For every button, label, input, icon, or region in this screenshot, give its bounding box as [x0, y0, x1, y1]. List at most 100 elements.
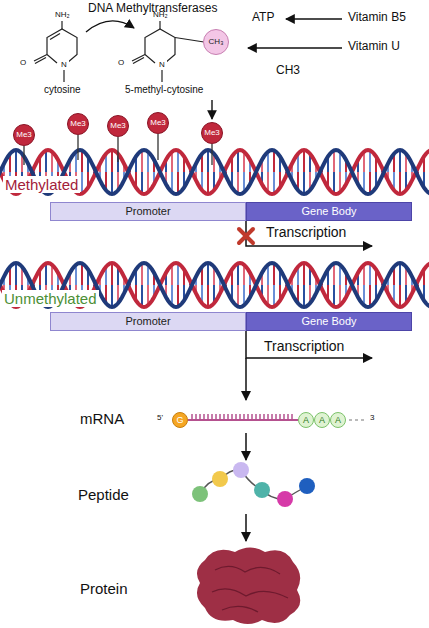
base-tick	[199, 414, 201, 420]
node-text: Me3	[70, 120, 86, 128]
base-tick	[239, 414, 241, 420]
node-text: Me3	[110, 122, 126, 130]
node-text: Me3	[204, 129, 220, 137]
base-tick	[271, 414, 273, 420]
dna-strand	[0, 150, 429, 194]
methyl-mark: Me3	[67, 113, 89, 135]
base-pair	[111, 285, 113, 307]
methyl-mark: Me3	[13, 124, 35, 146]
methyl-mark: Me3	[107, 115, 129, 137]
node-text: A	[303, 416, 309, 425]
polya-circle: A	[314, 412, 330, 428]
gene-body-band: Gene Body	[246, 202, 412, 221]
base-tick	[219, 414, 221, 420]
mrna-strand	[188, 414, 298, 420]
node-text: Promoter	[125, 316, 170, 327]
base-pair	[273, 150, 275, 172]
base-tick	[203, 414, 205, 420]
label: Peptide	[78, 486, 129, 503]
base-tick	[227, 414, 229, 420]
label: Vitamin U	[348, 40, 400, 54]
label: Unmethylated	[2, 290, 99, 307]
base-pair	[111, 172, 113, 194]
label: N	[59, 60, 69, 69]
label: Methylated	[3, 176, 80, 193]
methyl-circle: CH₃	[203, 29, 229, 55]
node-text: G	[176, 416, 183, 425]
base-pair	[207, 263, 209, 285]
base-pair	[273, 263, 275, 285]
base-tick	[243, 414, 245, 420]
methylcytosine-structure	[132, 21, 204, 82]
base-pair	[303, 172, 305, 194]
down-arrow	[245, 433, 247, 460]
node-text: Me3	[16, 131, 32, 139]
label: 3	[370, 413, 374, 422]
base-tick	[195, 414, 197, 420]
base-pair	[369, 285, 371, 307]
base-tick	[247, 414, 249, 420]
label: 5-methyl-cytosine	[125, 84, 203, 96]
node-text: CH₃	[209, 38, 224, 46]
label: Protein	[80, 580, 128, 597]
base-tick	[275, 414, 277, 420]
base-pair	[273, 172, 275, 194]
base-pair	[45, 150, 47, 172]
base-pair	[141, 285, 143, 307]
base-pair	[207, 172, 209, 194]
label: CH3	[276, 64, 300, 78]
methyl-sticks	[24, 134, 212, 165]
label: 5'	[157, 413, 163, 422]
base-pair	[237, 263, 239, 285]
base-pair	[399, 263, 401, 285]
base-pair	[237, 150, 239, 172]
label: Transcription	[266, 224, 346, 240]
base-pair	[369, 172, 371, 194]
cap-circle: G	[172, 412, 188, 428]
base-pair	[15, 150, 17, 172]
promoter-band: Promoter	[50, 312, 246, 331]
base-pair	[177, 285, 179, 307]
base-pair	[81, 172, 83, 194]
base-tick	[231, 414, 233, 420]
block-cross	[239, 229, 253, 243]
base-pair	[369, 263, 371, 285]
label: O	[118, 58, 124, 67]
dna-strand	[0, 263, 429, 307]
base-pair	[15, 263, 17, 285]
input-arrow	[286, 18, 342, 19]
down-arrow	[245, 358, 247, 400]
label: Vitamin B5	[348, 11, 406, 25]
base-pair	[303, 150, 305, 172]
transcription-arrow	[246, 221, 372, 246]
label: NH₂	[55, 10, 70, 19]
base-pair	[177, 263, 179, 285]
cytosine-structure	[34, 21, 77, 82]
base-tick	[279, 414, 281, 420]
dna-strand	[0, 150, 429, 194]
protein-blob	[197, 548, 300, 625]
base-tick	[287, 414, 289, 420]
base-pair	[45, 263, 47, 285]
polya-circle: A	[330, 412, 346, 428]
input-arrow	[248, 47, 342, 48]
transcription-arrow	[246, 331, 372, 358]
gene-body-band: Gene Body	[246, 312, 412, 331]
base-tick	[223, 414, 225, 420]
base-pair	[369, 150, 371, 172]
base-pair	[207, 285, 209, 307]
base-pair	[177, 150, 179, 172]
base-tick	[255, 414, 257, 420]
base-tick	[207, 414, 209, 420]
base-tick	[291, 414, 293, 420]
label: NH₂	[153, 10, 168, 19]
down-arrow	[245, 514, 247, 541]
base-pair	[303, 285, 305, 307]
base-tick	[251, 414, 253, 420]
base-pair	[141, 172, 143, 194]
node-text: Promoter	[125, 206, 170, 217]
base-tick	[235, 414, 237, 420]
down-arrow	[211, 100, 212, 119]
dna-helix	[0, 263, 429, 307]
